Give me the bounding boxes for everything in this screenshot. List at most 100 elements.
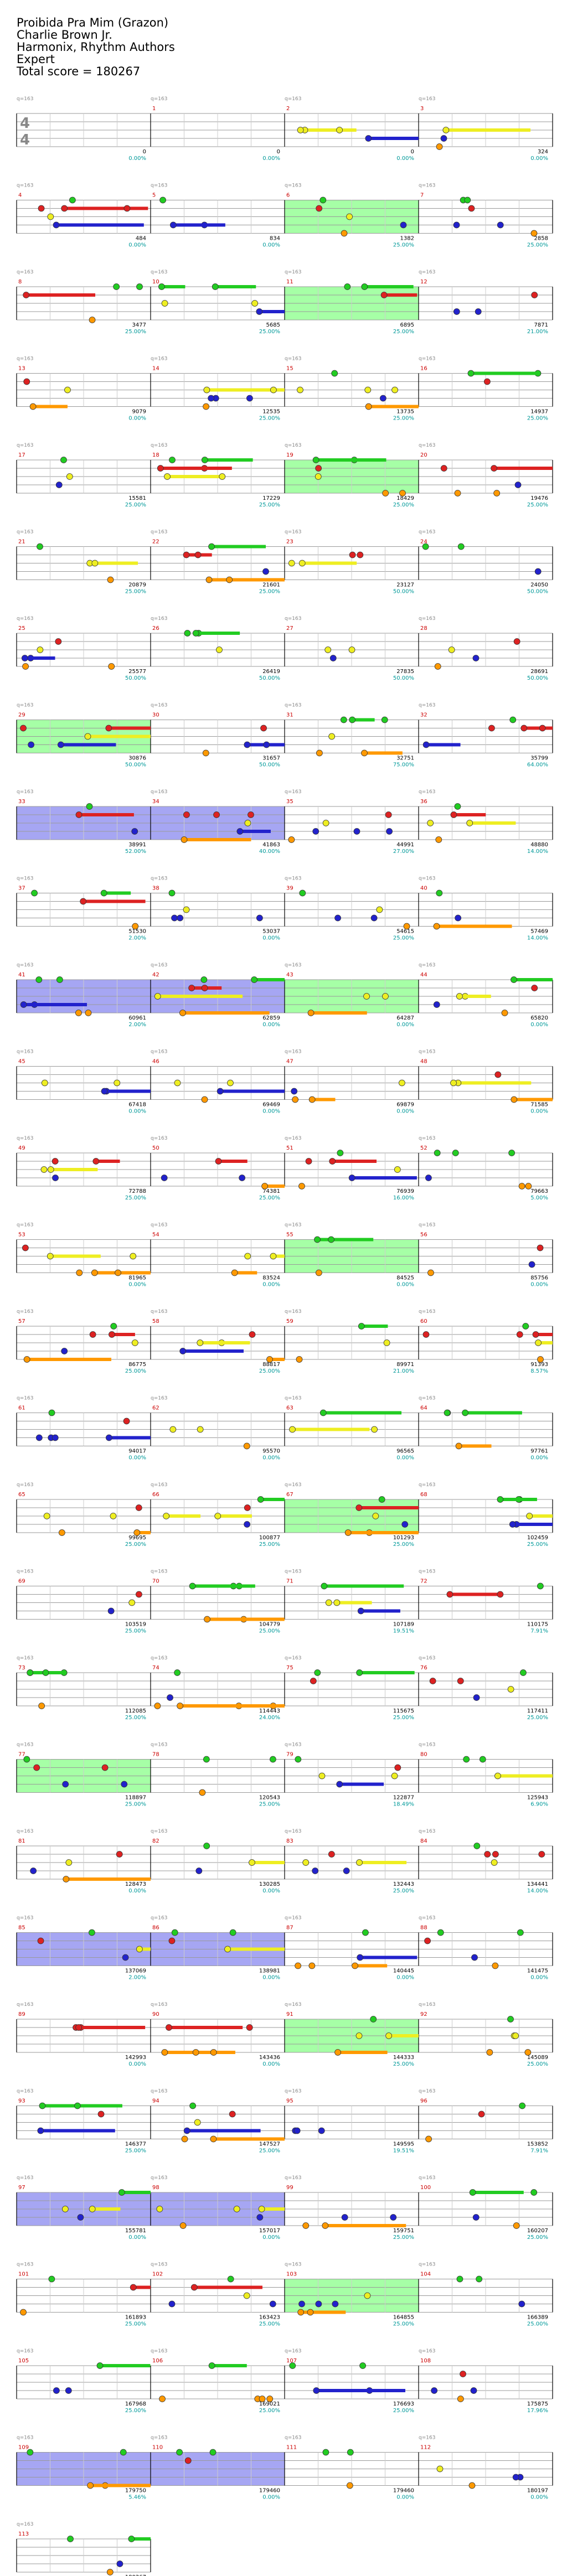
note-gem	[446, 1591, 453, 1598]
note-gem	[328, 1236, 335, 1243]
sustain-tail	[360, 1609, 400, 1613]
note-gem	[454, 490, 461, 496]
note-gem	[298, 2300, 305, 2308]
measure-number: 71	[286, 1579, 293, 1585]
note-gem	[292, 1096, 299, 1103]
note-gem	[383, 1339, 390, 1346]
measure-score: 0	[143, 149, 146, 155]
measure-percent: 25.00%	[259, 1628, 280, 1634]
note-gem	[391, 386, 398, 394]
note-gem	[370, 2016, 377, 2022]
note-gem	[183, 906, 190, 913]
tempo-label: q=163	[285, 703, 301, 708]
measure-percent: 25.00%	[125, 1802, 146, 1808]
tempo-label: q=163	[419, 2002, 435, 2008]
measure-score: 97761	[530, 1449, 548, 1455]
note-gem	[233, 2206, 240, 2212]
sustain-tail	[79, 813, 134, 816]
tempo-label: q=163	[285, 1309, 301, 1315]
tempo-label: q=163	[151, 1049, 167, 1055]
tempo-label: q=163	[285, 1656, 301, 1661]
measure-score: 179750	[125, 2488, 146, 2494]
measure-percent: 0.00%	[262, 242, 280, 249]
note-gem	[364, 2292, 371, 2299]
note-gem	[456, 993, 463, 1000]
measure-score: 161893	[125, 2315, 146, 2321]
note-gem	[67, 2536, 74, 2542]
note-gem	[422, 741, 430, 748]
note-gem	[476, 2275, 483, 2283]
measure-score: 145089	[527, 2055, 548, 2061]
measure-percent: 0.00%	[262, 1455, 280, 1461]
note-gem	[362, 1929, 369, 1936]
measure-percent: 0.00%	[262, 1888, 280, 1894]
note-gem	[161, 1175, 168, 1181]
measure-number: 33	[18, 799, 25, 805]
measure-score: 117411	[527, 1708, 548, 1714]
note-gem	[244, 1504, 251, 1511]
measure-score: 149595	[393, 2142, 414, 2148]
sustain-tail	[535, 1333, 553, 1336]
note-gem	[291, 1088, 298, 1095]
measure-number: 24	[420, 539, 427, 545]
sustain-tail	[195, 632, 240, 635]
note-gem	[20, 2309, 27, 2316]
tempo-label: q=163	[285, 2262, 301, 2268]
note-gem	[434, 1150, 441, 1156]
note-gem	[513, 638, 520, 645]
sustain-tail	[470, 821, 516, 825]
measure-number: 70	[152, 1579, 159, 1585]
measure-score: 142993	[125, 2055, 146, 2061]
sustain-tail	[360, 1956, 417, 1959]
note-gem	[229, 2111, 236, 2118]
note-gem	[201, 985, 208, 991]
measure-score: 155781	[125, 2228, 146, 2234]
measure-percent: 0.00%	[128, 156, 146, 162]
note-gem	[464, 196, 471, 204]
measure-score: 57469	[530, 929, 548, 935]
sustain-tail	[90, 561, 138, 565]
tempo-label: q=163	[17, 1482, 33, 1488]
note-gem	[62, 1781, 69, 1788]
measure-number: 88	[420, 1925, 427, 1931]
note-gem	[331, 370, 338, 377]
tempo-label: q=163	[151, 530, 167, 535]
note-gem	[468, 205, 475, 212]
measure-number: 84	[420, 1838, 427, 1844]
sustain-tail	[157, 995, 243, 998]
note-gem	[333, 1599, 341, 1606]
sustain-tail	[64, 206, 148, 210]
sustain-tail	[450, 1592, 500, 1596]
measure-percent: 25.00%	[393, 2061, 414, 2067]
tempo-label: q=163	[151, 1482, 167, 1488]
note-gem	[128, 2536, 135, 2542]
note-gem	[256, 2214, 264, 2221]
note-gem	[289, 1426, 296, 1433]
tempo-label: q=163	[17, 2349, 33, 2354]
note-gem	[55, 638, 62, 645]
tempo-label: q=163	[285, 876, 301, 882]
measure-percent: 25.00%	[125, 1715, 146, 1721]
measure-percent: 0.00%	[262, 2495, 280, 2501]
measure-number: 30	[152, 712, 159, 718]
measure-number: 105	[18, 2358, 29, 2364]
note-gem	[316, 205, 323, 212]
tempo-label: q=163	[151, 270, 167, 275]
measure-score: 21601	[262, 582, 280, 588]
note-gem	[315, 473, 322, 480]
note-gem	[316, 749, 323, 757]
measure-number: 36	[420, 799, 427, 805]
measure-number: 112	[420, 2445, 431, 2451]
note-gem	[436, 2465, 444, 2472]
note-gem	[28, 741, 35, 748]
note-gem	[348, 1175, 355, 1181]
note-gem	[168, 2300, 176, 2308]
note-gem	[453, 308, 460, 315]
note-gem	[376, 906, 383, 913]
note-gem	[136, 283, 143, 290]
sustain-tail	[239, 1704, 285, 1708]
measure-percent: 25.00%	[125, 2148, 146, 2154]
time-signature-top: 4	[20, 115, 30, 132]
measure-score: 118897	[125, 1795, 146, 1801]
tempo-label: q=163	[419, 270, 435, 275]
